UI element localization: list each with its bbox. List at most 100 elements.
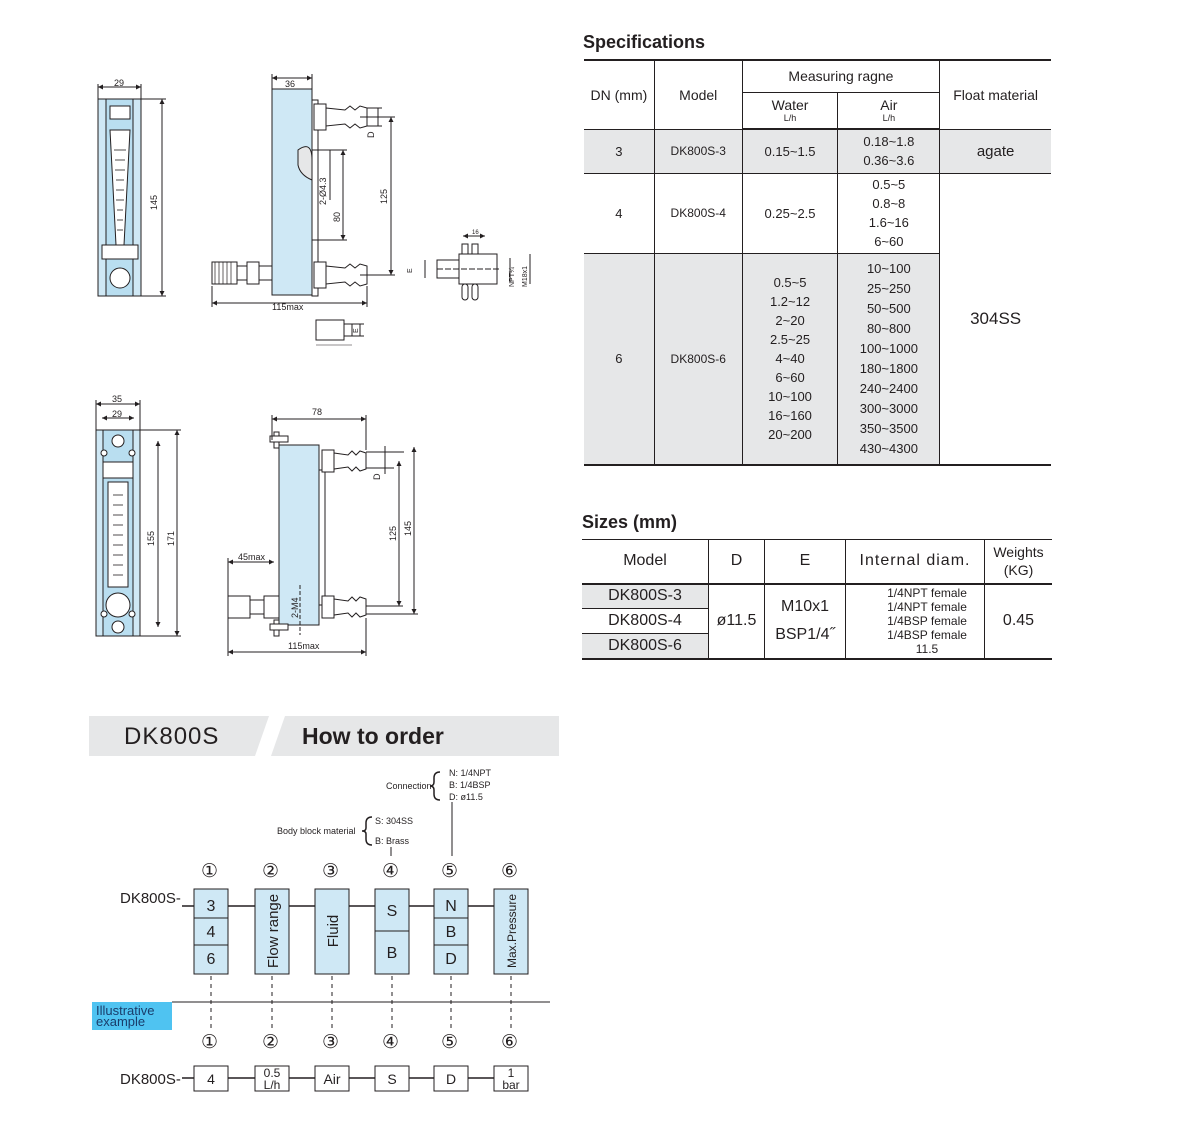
float-cell: agate [939,128,1051,174]
example-number-5: ⑤ [441,1031,458,1053]
dim-d-top: D [366,131,376,138]
sizes-table: Model D E Internal diam. Weights (KG) DK… [582,539,1052,660]
example-flow-unit: L/h [264,1078,281,1092]
dim-m18: M18x1 [522,266,529,287]
example-pressure-unit: bar [502,1078,519,1092]
max-pressure-box: Max.Pressure [505,894,519,968]
dim-45max: 45max [238,552,266,562]
body-box-b: B [387,945,398,962]
dim-115max-top: 115max [272,302,304,312]
connection-option-n: N: 1/4NPT [449,768,492,778]
dim-e-detail: E [407,268,414,273]
dim-29-bottom: 29 [112,409,122,419]
dn-cell: 3 [584,128,655,174]
sizes-title: Sizes (mm) [582,512,678,532]
order-model: DK800S [124,723,220,750]
sizes-d-cell: ø11.5 [708,583,765,659]
example-dn: 4 [207,1071,215,1087]
dim-125-bottom: 125 [388,526,398,541]
flow-range-box: Flow range [265,894,282,968]
body-box-s: S [387,903,398,920]
model-cell: DK800S-6 [653,252,743,466]
dim-80: 80 [332,212,342,222]
table-row: DK800S-6 [582,633,1052,659]
sizes-header-d: D [708,539,765,585]
example-prefix: DK800S- [120,1071,181,1088]
sizes-header-model: Model [582,539,709,585]
header-model: Model [653,59,743,130]
sizes-model-cell: DK800S-3 [582,583,709,609]
example-pressure-value: 1 [508,1066,515,1080]
dim-e-small: E [353,328,360,333]
body-option-s: S: 304SS [375,816,413,826]
dim-78: 78 [312,407,322,417]
top-front-view [97,84,166,297]
sizes-model-cell: DK800S-4 [582,608,709,634]
example-flow-value: 0.5 [264,1066,281,1080]
example-number-4: ④ [382,1031,399,1053]
dn-cell: 6 [584,252,655,466]
connection-option-b: B: 1/4BSP [449,780,491,790]
example-body: S [387,1071,396,1087]
dim-125-top: 125 [379,189,389,204]
order-title: How to order [302,723,444,749]
example-number-2: ② [262,1031,279,1053]
step-number-5: ⑤ [441,860,458,882]
water-cell: 0.25~2.5 [741,172,839,254]
sizes-model-cell: DK800S-6 [582,633,709,659]
example-connection: D [446,1071,456,1087]
dn-option-3: 3 [207,898,216,915]
dim-2m4: 2-M4 [290,597,300,618]
body-label: Body block material [277,826,356,836]
conn-box-b: B [446,924,457,941]
step-number-3: ③ [322,860,339,882]
dim-115max-bottom: 115max [288,641,320,651]
dn-option-6: 6 [207,951,216,968]
dim-29-top: 29 [114,78,124,88]
dim-145-top: 145 [149,195,159,210]
bottom-front-view [95,400,181,637]
sizes-header-weights: Weights (KG) [984,539,1052,585]
top-detail-view [424,233,531,301]
float-cell: 304SS [939,172,1051,466]
order-banner [89,716,559,756]
connection-label: Connection [386,781,432,791]
dn-cell: 4 [584,172,655,254]
order-prefix: DK800S- [120,890,181,907]
connection-option-d: D: ø11.5 [449,792,483,802]
banner-divider [255,716,285,756]
dim-d-bottom: D [372,473,382,480]
conn-box-d: D [445,951,457,968]
dim-171: 171 [166,531,176,546]
dim-bolts-top: 2-Ø4.3 [318,177,328,205]
header-measuring: Measuring ragne [741,59,941,93]
fluid-box: Fluid [325,915,342,948]
small-part-view [315,319,364,346]
body-option-b: B: Brass [375,836,410,846]
illustrative-example-badge: Illustrative example [92,1002,172,1030]
example-number-3: ③ [322,1031,339,1053]
table-row: DK800S-4 [582,608,1052,634]
model-cell: DK800S-3 [653,128,743,174]
sizes-header-internal: Internal diam. [845,539,985,585]
top-side-view [211,74,395,307]
specifications-table: DN (mm) Model Measuring ragne Float mate… [584,59,1051,466]
dim-36: 36 [285,79,295,89]
dim-35: 35 [112,394,122,404]
order-diagram: Connection N: 1/4NPT B: 1/4BSP D: ø11.5 … [120,768,550,1092]
conn-box-n: N [445,898,457,915]
dim-155: 155 [146,531,156,546]
step-number-1: ① [201,860,218,882]
header-dn: DN (mm) [584,59,655,130]
